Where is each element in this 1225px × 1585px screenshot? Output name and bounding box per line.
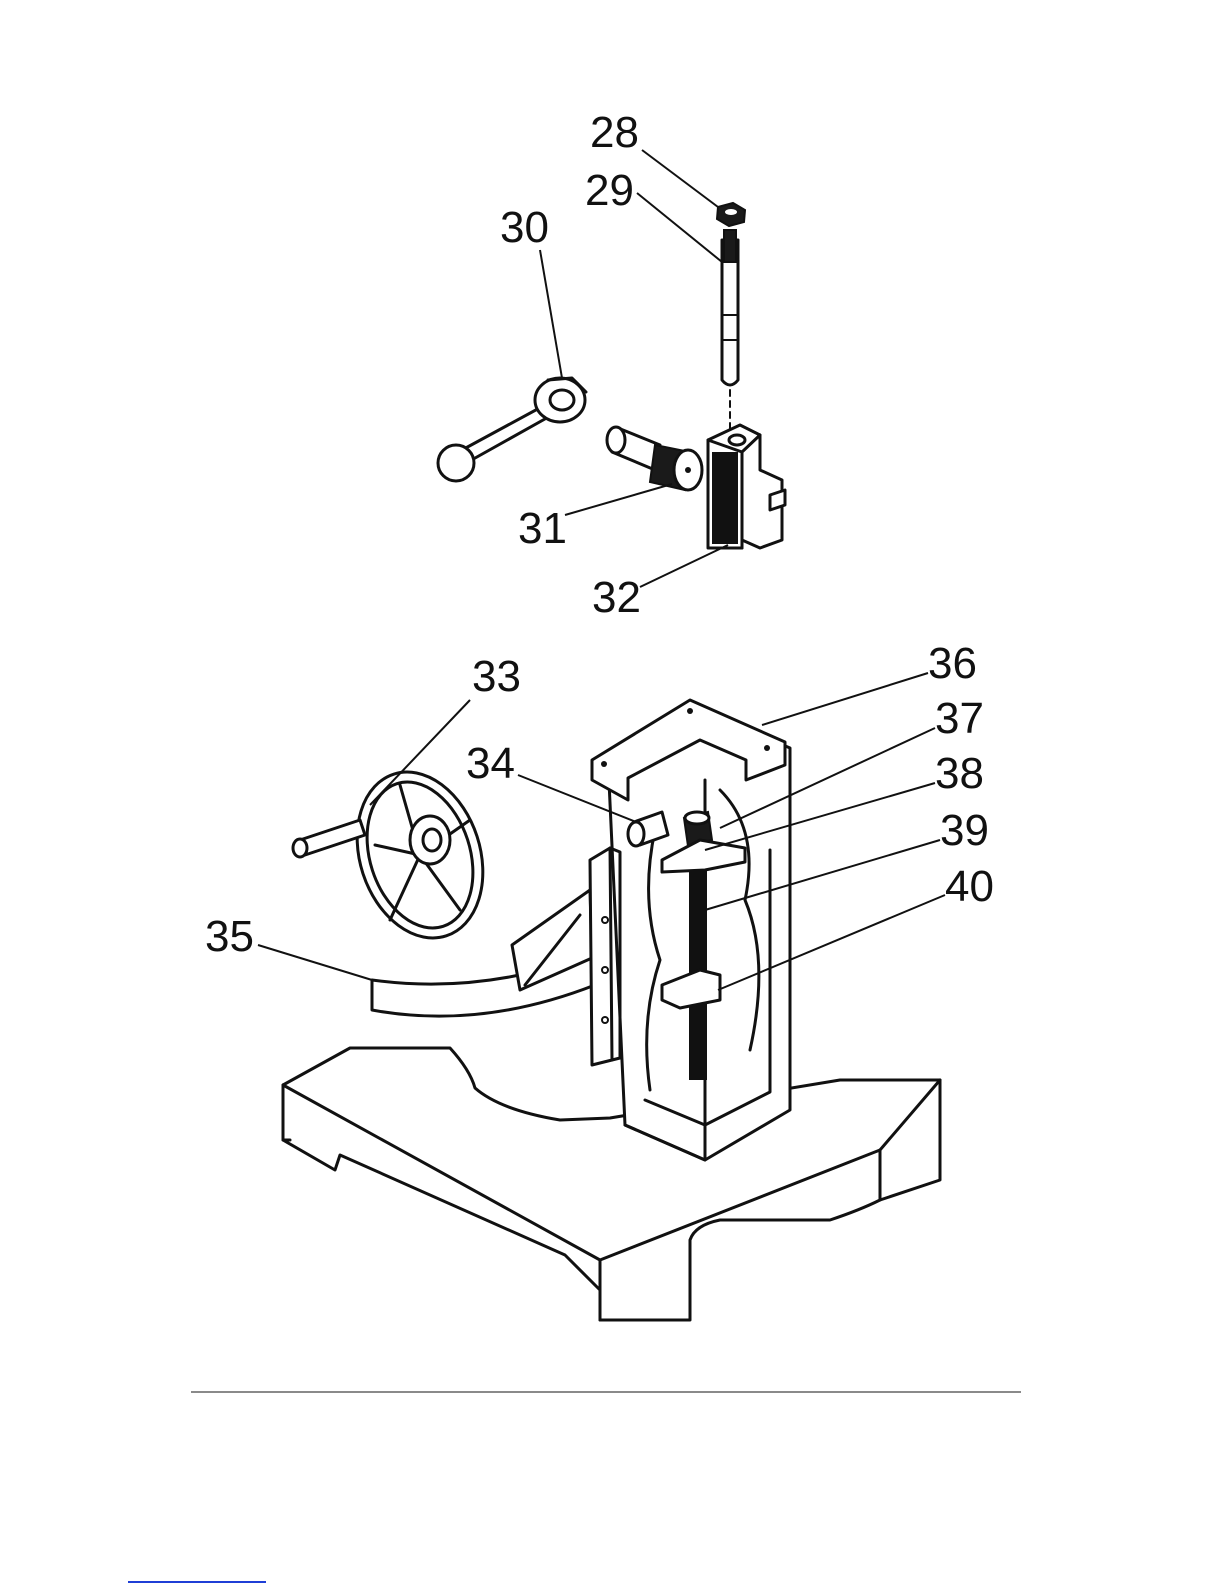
part-31-pinion-shaft (607, 427, 702, 490)
part-29-shaft (722, 230, 738, 440)
label-30: 30 (500, 203, 549, 252)
label-33: 33 (472, 652, 521, 701)
label-38: 38 (935, 749, 984, 798)
label-37: 37 (935, 694, 984, 743)
part-28-nut (717, 203, 745, 226)
label-40: 40 (945, 862, 994, 911)
part-30-handle-lever (438, 378, 586, 481)
label-35: 35 (205, 912, 254, 961)
label-31: 31 (518, 504, 567, 553)
label-29: 29 (585, 166, 634, 215)
part-32-rack-bracket (708, 425, 785, 548)
label-39: 39 (940, 806, 989, 855)
label-32: 32 (592, 573, 641, 622)
base (283, 1048, 940, 1320)
label-36: 36 (928, 639, 977, 688)
label-28: 28 (590, 108, 639, 157)
label-34: 34 (466, 739, 515, 788)
